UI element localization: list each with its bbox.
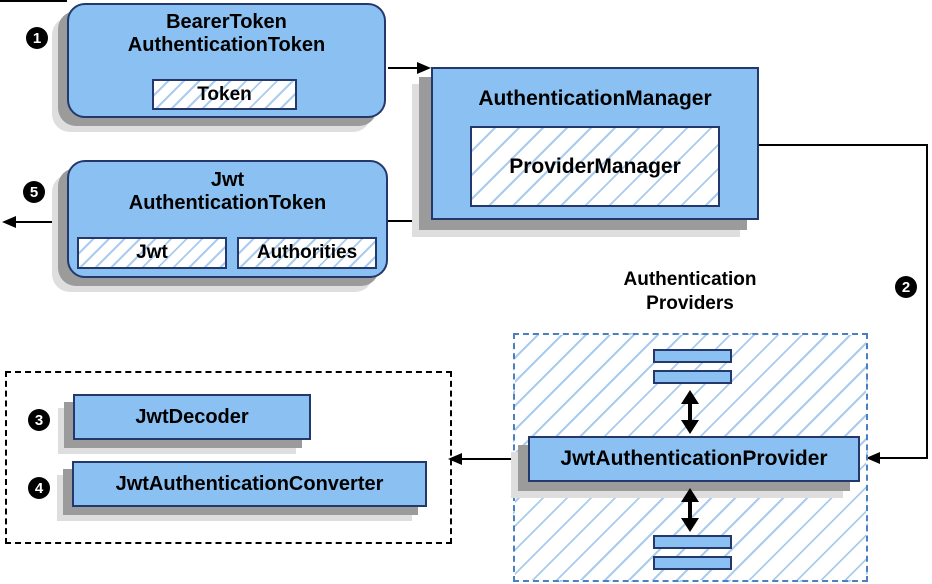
arrow-head-down-icon — [681, 420, 699, 434]
jwt-authentication-provider-label: JwtAuthenticationProvider — [560, 447, 828, 470]
step-5-badge: 5 — [23, 181, 45, 203]
jwt-authentication-token-box: Jwt AuthenticationToken Jwt Authorities — [67, 160, 388, 278]
manager-to-jwt-line — [386, 220, 433, 222]
bidirectional-arrow — [681, 390, 699, 434]
incoming-request-line — [0, 0, 67, 2]
provider-manager-chip-label: ProviderManager — [509, 154, 681, 178]
step-2-badge: 2 — [895, 276, 917, 298]
step-4-badge: 4 — [28, 477, 50, 499]
jwt-decoder-box: JwtDecoder — [73, 394, 311, 440]
jwt-chip-label: Jwt — [136, 242, 168, 263]
authorities-chip: Authorities — [237, 237, 377, 269]
authentication-manager-box: AuthenticationManager ProviderManager — [431, 67, 759, 220]
authentication-providers-label-line2: Providers — [646, 293, 734, 314]
provider-candidate-bar — [653, 370, 732, 384]
jwt-decoder-label: JwtDecoder — [135, 405, 249, 428]
arrow-head-up-icon — [681, 390, 699, 404]
bearer-token-title-line2: AuthenticationToken — [127, 34, 326, 56]
jwt-authentication-converter-box: JwtAuthenticationConverter — [72, 461, 427, 507]
arrow-head-down-icon — [681, 518, 699, 532]
authentication-manager-title: AuthenticationManager — [478, 87, 712, 110]
bearer-token-title-line1: BearerToken — [166, 11, 287, 33]
decoder-converter-group: JwtDecoder JwtAuthenticationConverter — [5, 371, 452, 544]
jwt-authentication-converter-label: JwtAuthenticationConverter — [115, 472, 384, 495]
bearer-token-authentication-token-box: BearerToken AuthenticationToken Token — [67, 3, 386, 118]
token-chip-label: Token — [197, 83, 252, 105]
manager-to-provider-line-h — [757, 144, 928, 146]
jwt-token-title-line1: Jwt — [210, 169, 245, 191]
authentication-providers-label-line1: Authentication — [623, 269, 757, 290]
arrow-head-icon — [2, 216, 16, 228]
arrow-head-up-icon — [681, 488, 699, 502]
arrow-head-icon — [417, 62, 431, 74]
authorities-chip-label: Authorities — [256, 242, 358, 263]
authentication-providers-label: Authentication Providers — [555, 268, 825, 316]
token-chip: Token — [152, 79, 297, 110]
bidirectional-arrow — [681, 488, 699, 532]
arrow-head-icon — [866, 452, 880, 464]
step-3-badge: 3 — [28, 409, 50, 431]
into-provider-line — [880, 457, 928, 459]
authentication-providers-group: JwtAuthenticationProvider — [513, 333, 868, 582]
provider-candidate-bar — [653, 349, 732, 363]
manager-to-provider-line-v — [926, 144, 928, 459]
bearer-to-manager-line — [388, 67, 418, 69]
step-1-badge: 1 — [26, 27, 48, 49]
provider-manager-chip: ProviderManager — [470, 126, 720, 207]
jwt-out-line — [14, 221, 67, 223]
jwt-token-title-line2: AuthenticationToken — [128, 192, 327, 214]
jwt-authentication-provider-box: JwtAuthenticationProvider — [528, 436, 860, 482]
provider-candidate-bar — [653, 535, 732, 549]
provider-to-decoder-line — [462, 458, 515, 460]
jwt-chip: Jwt — [77, 237, 227, 269]
provider-candidate-bar — [653, 556, 732, 570]
